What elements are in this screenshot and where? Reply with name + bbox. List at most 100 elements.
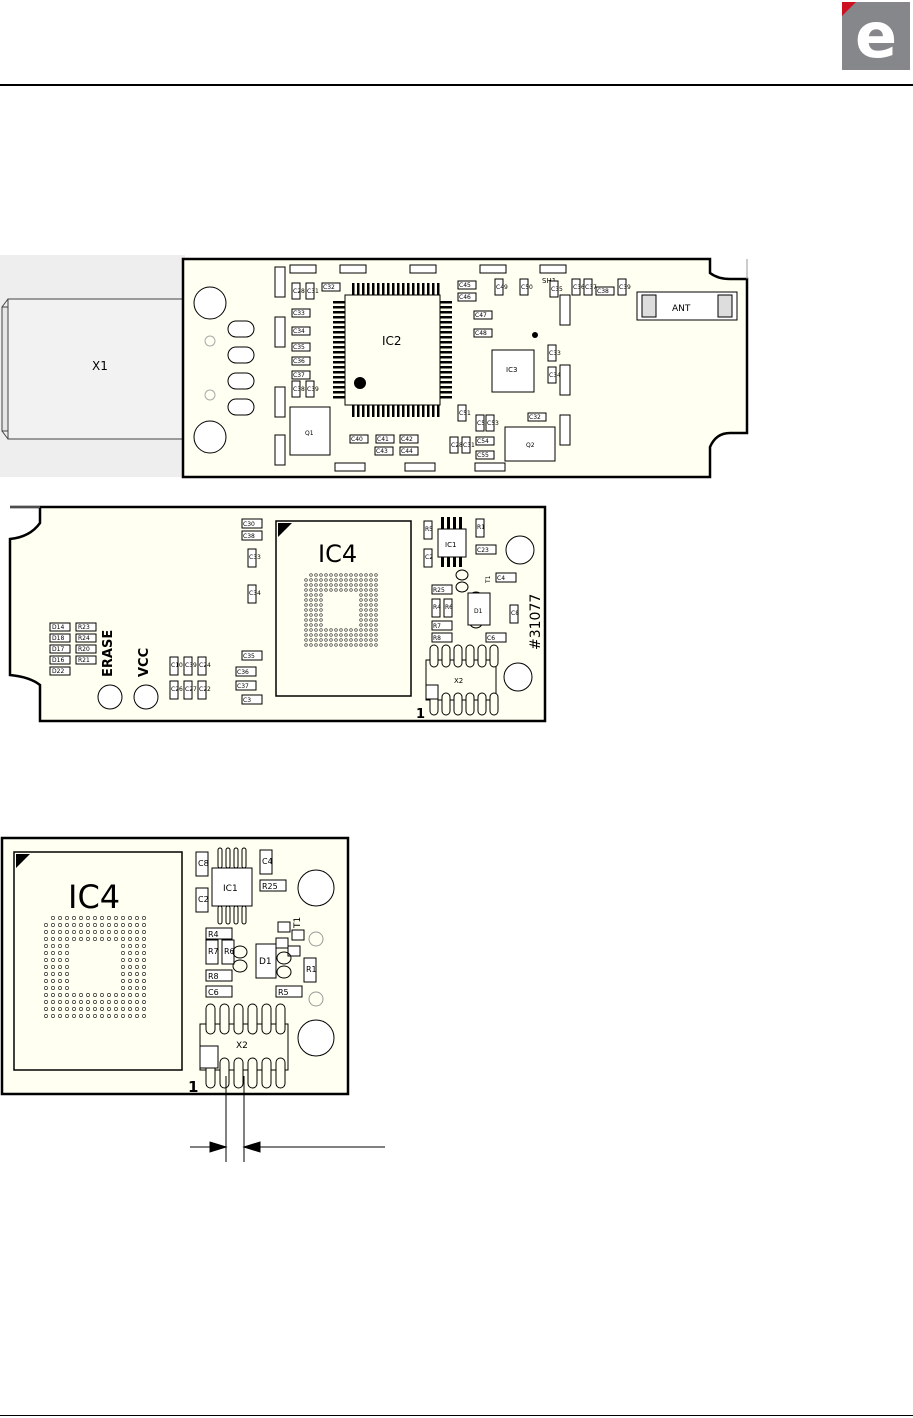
label-ic3: IC3 — [506, 366, 517, 374]
component-pad — [457, 280, 477, 290]
pcb-bottom-view: IC4 ERASE VCC D14D18D17D16D22R23R24R20R2… — [8, 505, 547, 723]
component-label: C31 — [463, 442, 475, 449]
component-pad — [473, 328, 493, 338]
component-label: C39 — [185, 662, 197, 669]
detail-label-t1: T1 — [293, 917, 303, 929]
label-ant: ANT — [672, 304, 691, 314]
component-pad — [321, 282, 341, 292]
label-q2: Q2 — [526, 442, 535, 449]
component-label: R25 — [262, 882, 278, 891]
component-label: C37 — [237, 683, 249, 690]
component-pad — [291, 342, 311, 352]
component-label: R1 — [477, 524, 485, 531]
component-label: C23 — [477, 547, 489, 554]
component-label: C35 — [243, 653, 255, 660]
component-label: C26 — [171, 686, 183, 693]
detail-label-ic1: IC1 — [223, 884, 238, 894]
label-d1: D1 — [474, 608, 483, 615]
detail-label-d1: D1 — [259, 957, 272, 967]
component-pad — [485, 414, 495, 432]
component-label: C33 — [549, 350, 561, 357]
component-pad — [583, 278, 593, 296]
component-pad — [547, 366, 557, 384]
component-label: C6 — [208, 988, 219, 997]
component-pad — [291, 380, 301, 398]
component-pad — [473, 310, 493, 320]
component-label: R5 — [425, 526, 433, 533]
component-label: C42 — [401, 436, 413, 443]
header-rule — [0, 84, 913, 86]
component-pad — [457, 292, 477, 302]
label-ic1: IC1 — [445, 541, 456, 549]
component-label: C6 — [487, 635, 495, 642]
component-label: C53 — [487, 420, 499, 427]
component-label: D18 — [52, 635, 64, 642]
component-label: C24 — [199, 662, 211, 669]
component-label: C3 — [243, 697, 251, 704]
component-pad — [617, 278, 627, 296]
label-x2: X2 — [454, 677, 463, 685]
detail-label-pin1: 1 — [188, 1078, 198, 1096]
label-vcc: VCC — [137, 648, 152, 677]
component-label: C39 — [307, 386, 319, 393]
component-label: C28 — [293, 288, 305, 295]
component-label: C30 — [243, 521, 255, 528]
component-pad — [349, 434, 369, 444]
component-label: R1 — [306, 965, 317, 974]
label-t1: T1 — [485, 575, 492, 584]
component-pad — [595, 286, 615, 296]
component-label: C34 — [249, 590, 261, 597]
component-label: C45 — [459, 282, 471, 289]
component-pad — [399, 446, 419, 456]
component-label: R4 — [208, 930, 219, 939]
component-label: C54 — [477, 438, 489, 445]
component-pad — [461, 436, 471, 454]
component-label: C38 — [597, 288, 609, 295]
component-label: C49 — [496, 284, 508, 291]
component-label: C10 — [171, 662, 183, 669]
component-label: C22 — [199, 686, 211, 693]
label-sh1: SH1 — [542, 277, 556, 285]
brand-logo: e — [842, 2, 910, 70]
component-pad — [475, 450, 495, 460]
component-pad — [305, 282, 315, 300]
component-label: R5 — [278, 988, 289, 997]
component-label: C47 — [475, 312, 487, 319]
component-label: C28 — [451, 442, 463, 449]
component-label: C48 — [475, 330, 487, 337]
component-label: C33 — [249, 554, 261, 561]
component-label: D16 — [52, 657, 64, 664]
component-label: C33 — [293, 310, 305, 317]
component-label: C2 — [198, 895, 209, 904]
component-pad — [475, 436, 495, 446]
component-label: R20 — [78, 646, 90, 653]
label-pin1: 1 — [416, 707, 425, 722]
component-pad — [571, 278, 581, 296]
component-label: C52 — [477, 420, 489, 427]
component-label: R7 — [433, 623, 441, 630]
component-label: D17 — [52, 646, 64, 653]
component-label: R25 — [433, 587, 445, 594]
component-label: C34 — [549, 372, 561, 379]
component-label: C4 — [262, 857, 273, 866]
component-label: C32 — [323, 284, 335, 291]
component-pad — [291, 308, 311, 318]
component-pad — [291, 326, 311, 336]
component-pad — [457, 404, 467, 422]
component-pad — [527, 412, 547, 422]
component-label: C8 — [198, 859, 209, 868]
component-pad — [399, 434, 419, 444]
component-label: C51 — [459, 410, 471, 417]
component-label: R23 — [78, 624, 90, 631]
component-label: C40 — [351, 436, 363, 443]
component-label: C27 — [185, 686, 197, 693]
component-label: D14 — [52, 624, 64, 631]
component-label: R6 — [224, 947, 235, 956]
component-label: C44 — [401, 448, 413, 455]
component-pad — [305, 380, 315, 398]
component-label: C38 — [293, 386, 305, 393]
component-pad — [291, 356, 311, 366]
component-label: R24 — [78, 635, 90, 642]
component-label: R8 — [433, 635, 441, 642]
